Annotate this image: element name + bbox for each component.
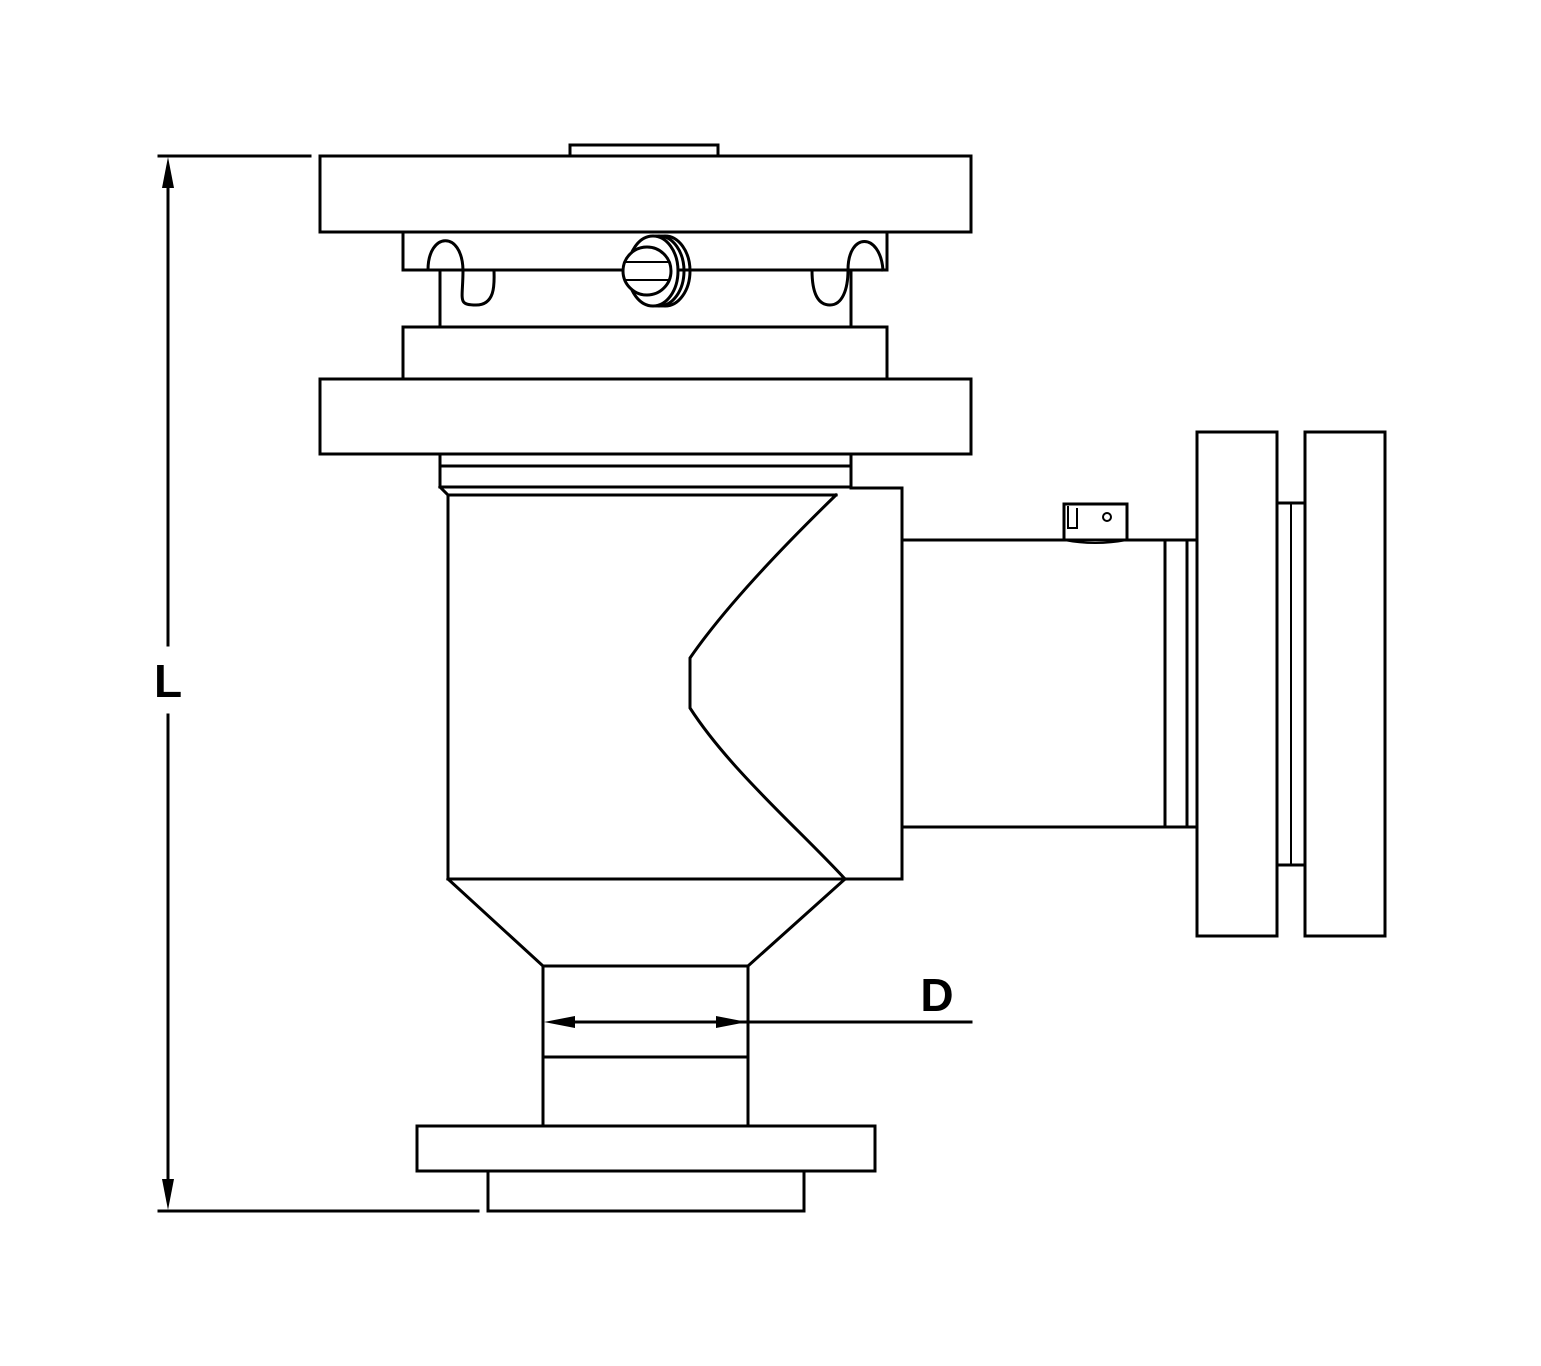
bolt-loop-right bbox=[810, 240, 885, 307]
outlet-flange bbox=[415, 1124, 877, 1173]
dim-d-arrow-left bbox=[544, 1016, 575, 1028]
dim-d-arrow-right bbox=[716, 1016, 747, 1028]
inlet-flange-1 bbox=[1195, 430, 1279, 938]
top-flange bbox=[318, 154, 973, 234]
dim-l-arrow-bottom bbox=[162, 1179, 174, 1210]
valve-body bbox=[445, 486, 904, 968]
outlet-spigot bbox=[486, 1169, 806, 1213]
body-chevron bbox=[688, 492, 848, 882]
dim-l-label: L bbox=[154, 655, 182, 707]
adjust-knob bbox=[621, 234, 692, 308]
body-top-flange bbox=[318, 377, 973, 456]
side-inlet bbox=[900, 430, 1387, 938]
bottom-outlet bbox=[415, 964, 877, 1213]
dim-d-label: D bbox=[920, 969, 953, 1021]
dim-l-arrow-top bbox=[162, 157, 174, 188]
bolt-loop-left bbox=[426, 239, 496, 307]
body-outline bbox=[446, 486, 904, 881]
bonnet-collar bbox=[401, 325, 889, 381]
pressure-fitting bbox=[1062, 502, 1129, 544]
top-cap-assembly bbox=[318, 143, 973, 498]
inlet-flange-2 bbox=[1303, 430, 1387, 938]
dimension-length: L bbox=[154, 154, 480, 1213]
top-cap-nub bbox=[568, 143, 720, 158]
body-cone bbox=[445, 876, 848, 968]
dimension-diameter: D bbox=[544, 969, 973, 1028]
